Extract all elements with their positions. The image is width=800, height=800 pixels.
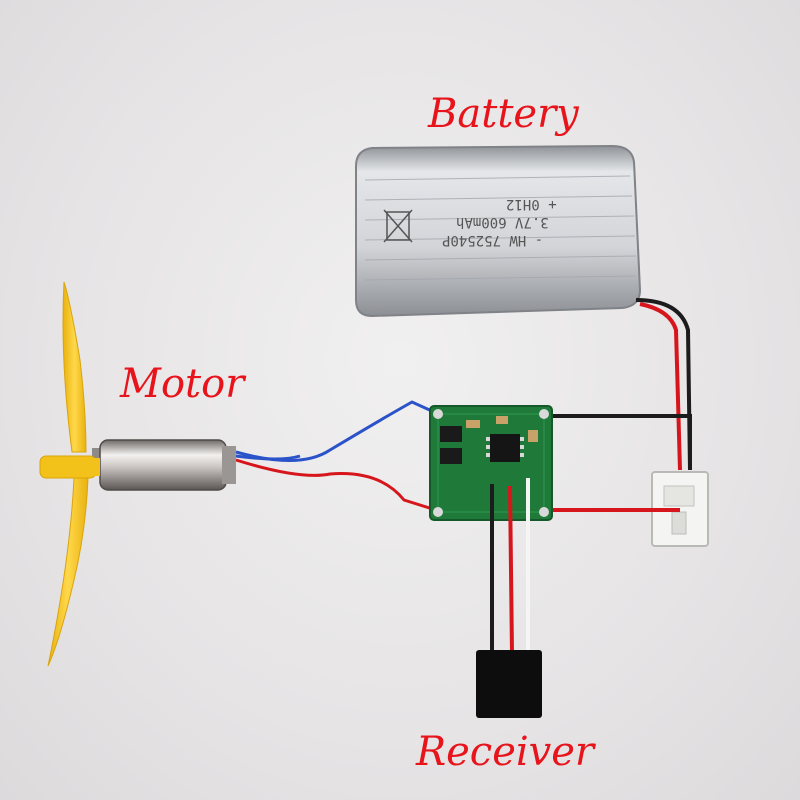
receiver-label: Receiver [416, 729, 595, 775]
propeller [39, 281, 100, 667]
receiver-wires [490, 478, 530, 655]
battery [355, 144, 642, 318]
dc-motor [92, 439, 236, 491]
motor-wires [235, 400, 437, 512]
battery-leads [635, 298, 692, 471]
recycle-bin-icon [383, 209, 413, 243]
motor-label: Motor [120, 361, 245, 407]
battery-print-line2: 3.7V 600mAh [456, 214, 549, 230]
battery-label: Battery [428, 91, 579, 137]
power-wire-black [546, 414, 692, 470]
battery-print-line3: - HW 752540P [442, 232, 544, 248]
controller-pcb [429, 405, 553, 521]
battery-print-line1: + 0H12 [506, 196, 557, 212]
ir-receiver [476, 650, 542, 718]
